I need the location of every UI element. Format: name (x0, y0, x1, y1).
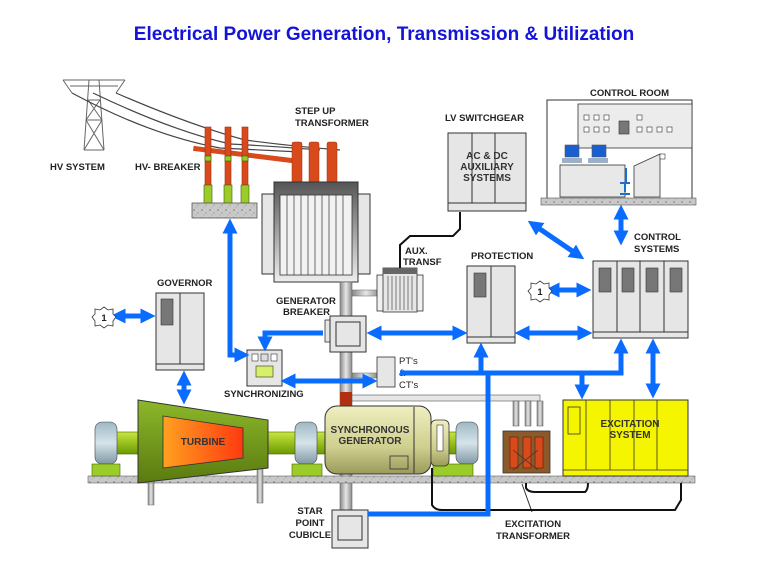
control-systems-label-2: SYSTEMS (634, 244, 679, 255)
star-point-label-1: STAR (297, 506, 322, 517)
synchronizing-panel (246, 349, 283, 387)
step-up-transformer-label-1: STEP UP (295, 106, 336, 117)
pt-ct-label-1: PT's (399, 356, 418, 367)
excitation-system-cabinet (562, 399, 689, 477)
svg-text:1: 1 (537, 287, 543, 298)
excitation-transformer (502, 400, 551, 513)
ac-dc-aux-label-3: SYSTEMS (463, 173, 511, 184)
reference-marker-governor: 1 (91, 306, 117, 329)
reference-marker-control: 1 (527, 280, 553, 303)
signal-arrows (110, 204, 661, 517)
control-room (540, 99, 697, 206)
governor-label: GOVERNOR (157, 278, 213, 289)
star-point-label-3: CUBICLE (289, 530, 331, 541)
step-up-transformer-label-2: TRANSFORMER (295, 118, 369, 129)
excitation-transformer-label-1: EXCITATION (505, 519, 561, 530)
bus-duct-segment (340, 392, 352, 406)
protection-cabinet (466, 265, 516, 344)
excitation-system-label-2: SYSTEM (609, 430, 650, 441)
diagram-title: Electrical Power Generation, Transmissio… (133, 24, 635, 45)
synchronous-generator-label-2: GENERATOR (339, 436, 403, 447)
generator-breaker-label-2: BREAKER (283, 307, 330, 318)
star-point-cubicle (331, 509, 369, 549)
transmission-tower-icon (62, 79, 126, 151)
ac-dc-aux-label-1: AC & DC (466, 151, 508, 162)
step-up-transformer (261, 141, 371, 283)
machine-foundation (87, 475, 696, 484)
aux-transf-label-2: TRANSF (403, 257, 442, 268)
ac-dc-aux-label-2: AUXILIARY (460, 162, 514, 173)
line-starpoint-protection (368, 373, 491, 517)
excitation-cables (431, 468, 682, 511)
aux-transformer (351, 212, 461, 313)
arrow-ptct-control (400, 338, 629, 376)
lv-switchgear-label: LV SWITCHGEAR (445, 113, 524, 124)
turbine-label: TURBINE (181, 437, 226, 448)
arrow-hv-breaker-sync (222, 218, 250, 363)
generator-breaker (324, 315, 367, 353)
hv-breaker (191, 126, 293, 219)
synchronous-generator (324, 405, 450, 475)
arrow-genbreaker-sync (257, 330, 323, 352)
control-systems-label-1: CONTROL (634, 232, 681, 243)
protection-label: PROTECTION (471, 251, 533, 262)
aux-transf-label-1: AUX. (405, 246, 428, 257)
pt-ct-label-3: CT's (399, 380, 418, 391)
hv-system-label: HV SYSTEM (50, 162, 105, 173)
bearings (91, 421, 479, 477)
synchronizing-label: SYNCHRONIZING (224, 389, 304, 400)
synchronous-generator-label-1: SYNCHRONOUS (331, 425, 410, 436)
generator-breaker-label-1: GENERATOR (276, 296, 336, 307)
governor-cabinet (155, 292, 205, 371)
excitation-system-label-1: EXCITATION (600, 419, 659, 430)
arrow-lv-control (527, 220, 585, 260)
control-systems-cabinet (592, 260, 689, 339)
star-point-label-2: POINT (295, 518, 324, 529)
turbine (137, 399, 269, 484)
excitation-transformer-label-2: TRANSFORMER (496, 531, 570, 542)
control-room-label: CONTROL ROOM (590, 88, 669, 99)
svg-text:1: 1 (101, 313, 107, 324)
lv-switchgear-cabinet (447, 132, 527, 212)
hv-breaker-label: HV- BREAKER (135, 162, 201, 173)
